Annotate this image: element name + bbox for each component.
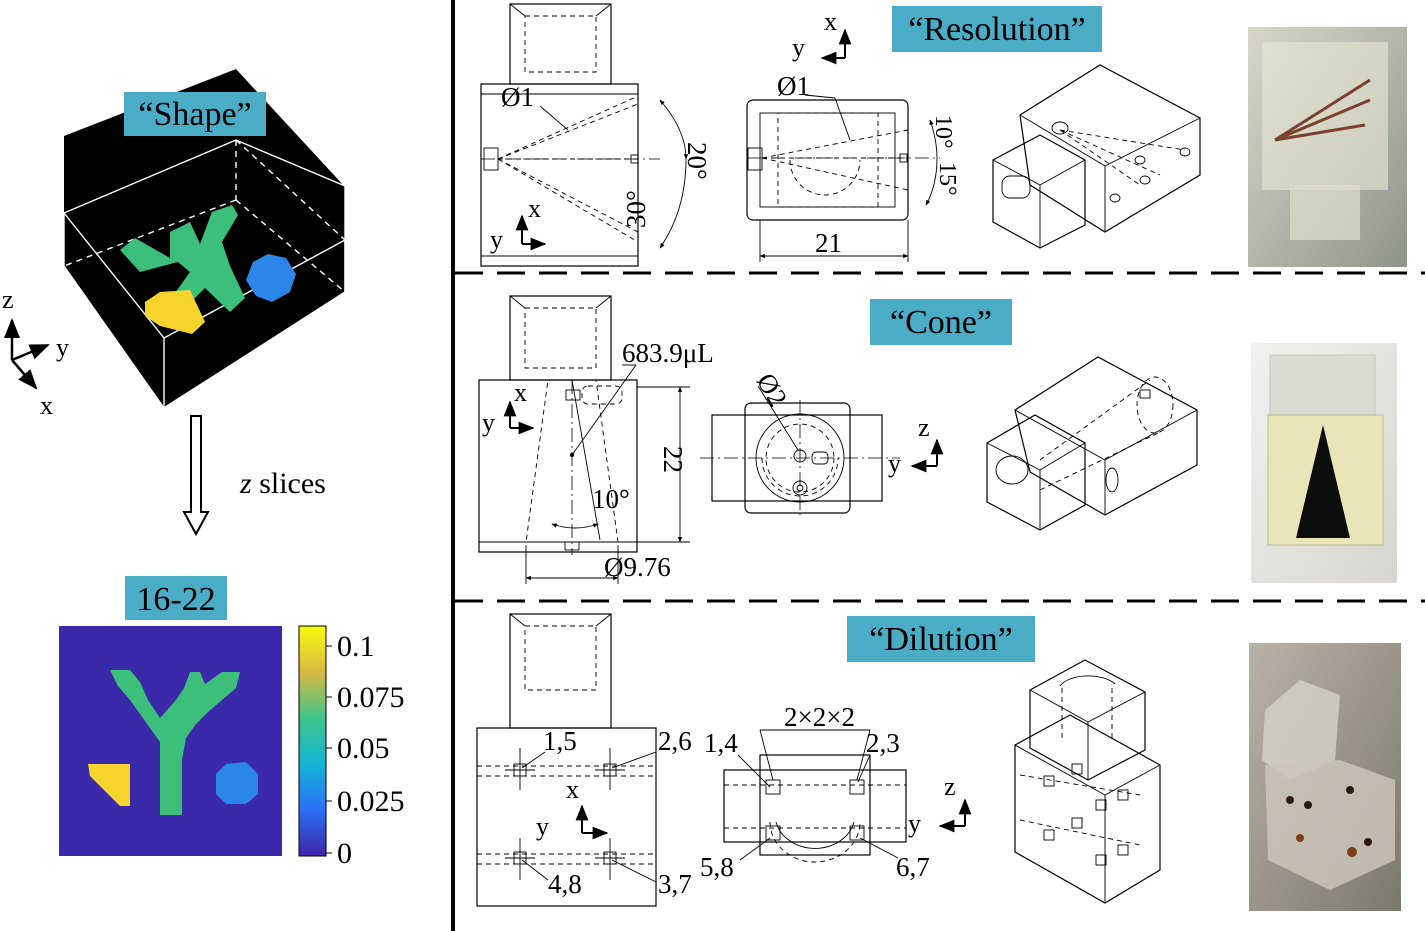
- colorbar: 0.1 0.075 0.05 0.025 0: [298, 625, 405, 870]
- svg-text:683.9μL: 683.9μL: [622, 338, 714, 368]
- svg-text:21: 21: [815, 228, 842, 258]
- cone-photo: [1251, 343, 1397, 583]
- shape-wedge-yellow: [145, 290, 205, 334]
- svg-text:Ø1: Ø1: [777, 71, 810, 101]
- svg-text:15°: 15°: [934, 162, 960, 196]
- colorbar-tick: 0.075: [337, 681, 405, 714]
- svg-text:20°: 20°: [682, 142, 712, 180]
- colorbar-tick: 0.1: [337, 630, 375, 663]
- dilution-side-view: 2×2×2 1,4 2,3 5,8 6,7 z y: [700, 702, 972, 882]
- shape-circle-blue: [246, 254, 296, 302]
- slice-tag: 16-22: [125, 576, 227, 620]
- cone-iso-view: [986, 356, 1198, 531]
- cone-tag: “Cone”: [890, 304, 992, 341]
- axis-x-label: x: [40, 391, 53, 420]
- resolution-front-view: Ø1 20° 30° x y: [480, 3, 712, 267]
- svg-text:Ø2: Ø2: [751, 368, 793, 412]
- dilution-panel: 1,5 2,6 4,8 3,7 x y 2: [476, 613, 1401, 911]
- cone-panel: 22 Ø9.76 683.9μL 10° x y: [478, 295, 1397, 584]
- svg-text:“Shape”: “Shape”: [138, 96, 251, 133]
- svg-text:3,7: 3,7: [658, 869, 692, 899]
- svg-text:x: x: [566, 775, 579, 804]
- svg-text:2,6: 2,6: [658, 726, 692, 756]
- dilution-photo: [1249, 643, 1401, 911]
- resolution-top-view: Ø1 10° 15° 21 x y: [746, 7, 960, 262]
- resolution-panel: Ø1 20° 30° x y Ø1 10° 15: [480, 3, 1407, 267]
- svg-text:1,4: 1,4: [704, 728, 738, 758]
- svg-text:Ø9.76: Ø9.76: [604, 552, 671, 582]
- svg-text:5,8: 5,8: [700, 852, 734, 882]
- cone-front-view: 22 Ø9.76 683.9μL 10° x y: [478, 295, 714, 584]
- svg-text:4,8: 4,8: [548, 869, 582, 899]
- svg-text:2×2×2: 2×2×2: [784, 702, 855, 732]
- dilution-tag: “Dilution”: [869, 621, 1013, 658]
- colorbar-tick: 0.025: [337, 785, 405, 818]
- svg-text:z: z: [944, 772, 956, 801]
- left-axes-triad: z y x: [2, 285, 69, 420]
- cone-side-view: Ø2 z y: [700, 368, 944, 515]
- svg-text:y: y: [536, 812, 549, 841]
- colorbar-tick: 0.05: [337, 732, 390, 765]
- svg-text:y: y: [490, 225, 503, 254]
- svg-text:6,7: 6,7: [896, 852, 930, 882]
- svg-text:x: x: [514, 378, 527, 407]
- dilution-iso-view: [1014, 659, 1161, 904]
- svg-text:1,5: 1,5: [543, 726, 577, 756]
- svg-text:y: y: [482, 408, 495, 437]
- shape-y-green: [120, 205, 245, 312]
- z-slices-arrow: [182, 415, 210, 537]
- resolution-tag: “Resolution”: [908, 11, 1086, 48]
- axis-y-label: y: [56, 333, 69, 362]
- shape-3d-view: [63, 69, 346, 409]
- shape-tag: “Shape”: [124, 92, 266, 136]
- dilution-front-view: 1,5 2,6 4,8 3,7 x y: [476, 613, 692, 907]
- svg-text:y: y: [792, 33, 805, 62]
- svg-text:z: z: [918, 413, 930, 442]
- svg-text:x: x: [528, 194, 541, 223]
- svg-text:y: y: [908, 809, 921, 838]
- svg-text:2,3: 2,3: [866, 728, 900, 758]
- svg-text:16-22: 16-22: [136, 581, 215, 618]
- slice-image: [59, 626, 282, 856]
- colorbar-tick: 0: [337, 837, 352, 870]
- svg-text:x: x: [824, 7, 837, 36]
- axis-z-label: z: [2, 285, 14, 314]
- svg-text:Ø1: Ø1: [501, 82, 534, 112]
- svg-text:10°: 10°: [592, 484, 630, 514]
- svg-text:10°: 10°: [930, 115, 956, 149]
- svg-text:22: 22: [658, 446, 688, 473]
- z-slices-caption: z slices: [239, 467, 326, 500]
- resolution-photo: [1248, 27, 1407, 267]
- svg-text:30°: 30°: [621, 190, 651, 228]
- svg-text:y: y: [888, 449, 901, 478]
- resolution-iso-view: [992, 64, 1201, 249]
